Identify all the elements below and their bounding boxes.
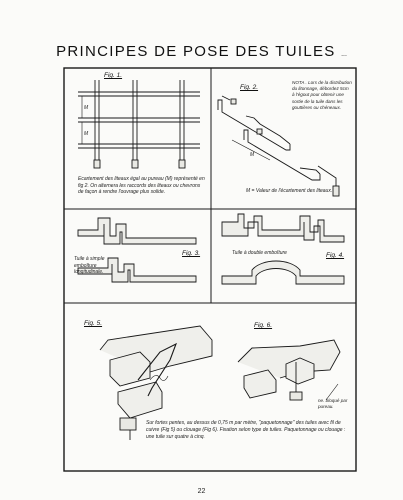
fig3-drawing — [77, 217, 197, 283]
fig1-drawing: M M — [78, 80, 200, 169]
page-title: PRINCIPES DE POSE DES TUILES ... — [0, 43, 403, 60]
fig4-drawing — [221, 213, 345, 285]
fig2-label: Fig. 2. — [240, 84, 259, 91]
page-title-text: PRINCIPES DE POSE DES TUILES — [56, 43, 336, 60]
svg-text:M: M — [250, 152, 255, 158]
fig5-label: Fig. 5. — [84, 320, 103, 327]
fig3-label: Fig. 3. — [182, 250, 201, 257]
fig4-caption: Tuile à double emboîture — [232, 250, 287, 256]
fig4-label: Fig. 4. — [326, 252, 345, 259]
fig2-legend: M = Valeur de l'écartement des liteaux. — [246, 188, 333, 194]
fig5-drawing — [99, 325, 213, 440]
fig5-caption: Sur fortes pentes, au dessus de 0,75 m p… — [146, 420, 346, 440]
fig6-label: Fig. 6. — [254, 322, 273, 329]
fig1-caption: Ecartement des liteaux égal au pureau (M… — [78, 176, 205, 196]
fig6-callout: ne. bloqué par pureau. — [318, 398, 348, 409]
page-title-suffix: ... — [341, 51, 347, 58]
fig6-drawing — [237, 339, 341, 401]
plate-frame — [63, 67, 357, 472]
fig1-label: Fig. 1. — [104, 72, 123, 79]
fig2-nota: NOTA . Lors de la distribution du litonn… — [292, 80, 352, 110]
svg-text:M: M — [84, 131, 89, 137]
fig3-caption: Tuile à simple emboîture longitudinale. — [74, 256, 105, 276]
svg-text:M: M — [84, 105, 89, 111]
page-number: 22 — [197, 488, 206, 495]
fig2-drawing: M — [217, 95, 340, 197]
